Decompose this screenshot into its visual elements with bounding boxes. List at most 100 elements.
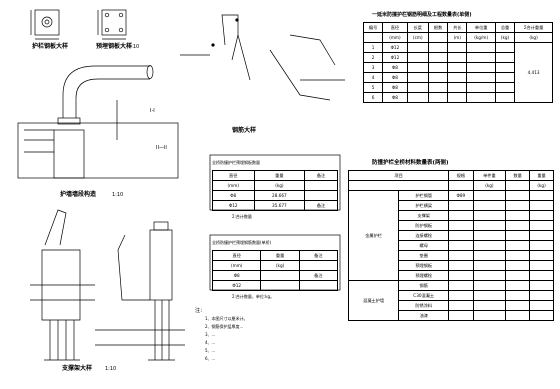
table-cell: Φ12 xyxy=(382,42,408,53)
table-header: 单件重 xyxy=(472,170,507,181)
table-cell xyxy=(447,92,468,103)
table-cell: 垫圈 xyxy=(398,250,450,261)
table-cell xyxy=(427,82,449,93)
table-cell: Φ8 xyxy=(382,62,408,73)
steel-plate-detail-2 xyxy=(101,9,127,36)
table2-title: 全桥防撞护栏预埋钢筋数量(单桥) xyxy=(212,240,272,245)
steel-plate-detail-1 xyxy=(34,9,60,36)
table-header: 长度 xyxy=(406,22,429,33)
table-unit xyxy=(505,180,531,191)
table-cell xyxy=(406,92,429,103)
table-cell: 5 xyxy=(362,82,384,93)
support-frame xyxy=(44,209,67,246)
table-cell: 6 xyxy=(362,92,384,103)
table1-footnote: Σ:合计数量 xyxy=(232,214,252,219)
table-row: 1 Φ12 4.413 xyxy=(362,42,553,103)
table-cell xyxy=(466,72,496,83)
note-line: 4、... xyxy=(205,340,216,345)
rebar-table-1: 直径 重量 备注 (mm) (kg) Φ8 28.667 Φ12 35.677 … xyxy=(212,170,338,211)
table-header: 总重 xyxy=(494,22,516,33)
table-unit xyxy=(298,260,339,271)
table-cell: 35.677 xyxy=(253,200,306,211)
table-cell xyxy=(494,42,516,53)
table-unit: (m) xyxy=(447,32,468,43)
table-header: 单位重 xyxy=(466,22,496,33)
table-header: 数量 xyxy=(505,170,531,181)
table-header: 直径 xyxy=(211,250,262,261)
support-frame-label: 支撑架大样 xyxy=(62,365,93,372)
table-cell: 支撑架 xyxy=(398,210,450,221)
table-cell xyxy=(304,190,338,201)
table-cell: 螺母 xyxy=(398,240,450,251)
rebar-shape-2 xyxy=(269,49,331,101)
table-cell xyxy=(494,52,516,63)
rebar-detail-label: 钢筋大样 xyxy=(232,127,257,134)
table-cell: 预埋钢板 xyxy=(398,260,450,271)
table-cell xyxy=(472,190,507,201)
table-cell: Φ8 xyxy=(382,82,408,93)
section-ii-label: II—II xyxy=(156,145,167,151)
table-row: 5 Φ8 xyxy=(362,82,553,93)
wall-section-ii xyxy=(117,234,150,301)
table-header: 共长 xyxy=(447,22,468,33)
table-cell xyxy=(260,270,300,281)
table-cell xyxy=(427,52,449,63)
table-cell xyxy=(494,62,516,73)
table-cell: Φ12 xyxy=(211,280,262,291)
table-cell: 3 xyxy=(362,62,384,73)
rebar-quantity-table: 编号 直径 长度 根数 共长 单位重 总重 Σ合计重量 (mm) (cm) (m… xyxy=(362,22,553,103)
table-unit: (mm) xyxy=(211,260,262,271)
table-cell: Φ89 xyxy=(448,190,474,201)
table-row: 预埋钢板 xyxy=(349,260,554,271)
table-cell: 防锈涂料 xyxy=(398,300,450,311)
table-header: 编号 xyxy=(362,22,384,33)
table-cell: 28.667 xyxy=(253,190,306,201)
table-header: 项目 xyxy=(347,170,450,181)
table-unit: (kg) xyxy=(472,180,507,191)
table-group-label: 金属护栏 xyxy=(347,190,400,281)
table-unit: (kg/m) xyxy=(466,32,496,43)
table-unit: (cm) xyxy=(406,32,429,43)
table-header: 重量 xyxy=(529,170,554,181)
table-cell: 油漆 xyxy=(398,310,450,321)
table-cell: Φ8 xyxy=(211,270,262,281)
notes-title: 注： xyxy=(195,308,206,314)
table4-title: 防撞护栏全桥材料数量表(两侧) xyxy=(372,160,449,166)
table-cell xyxy=(447,72,468,83)
table-cell: 备注 xyxy=(298,270,339,281)
section-i-label: I-I xyxy=(150,108,155,114)
table-header: 备注 xyxy=(304,170,338,181)
wall-section-label: 护墙墙段构造 xyxy=(60,191,97,198)
table-cell xyxy=(406,52,429,63)
plate-detail-label: 护栏钢板大样 xyxy=(32,43,69,50)
table-cell: 备注 xyxy=(304,200,338,211)
table-cell xyxy=(406,82,429,93)
table-cell xyxy=(427,42,449,53)
table-cell xyxy=(466,82,496,93)
table-cell xyxy=(529,190,554,201)
table-unit xyxy=(362,32,384,43)
guardrail-pipe xyxy=(62,65,150,118)
table-unit xyxy=(427,32,449,43)
table-cell xyxy=(427,72,449,83)
table-unit: (kg) xyxy=(494,32,516,43)
concrete-wall xyxy=(17,122,179,179)
table-cell xyxy=(447,62,468,73)
table-header: 重量 xyxy=(253,170,306,181)
note-line: 1、本图尺寸以厘米计。 xyxy=(205,316,248,321)
table-cell: 1 xyxy=(362,42,384,53)
table-header: 根数 xyxy=(427,22,449,33)
table-cell xyxy=(406,42,429,53)
table-cell: 4 xyxy=(362,72,384,83)
table-cell: 护栏钢管 xyxy=(398,190,450,201)
table-cell: 护栏横梁 xyxy=(398,200,450,211)
table-cell xyxy=(447,82,468,93)
table-total-cell: 4.413 xyxy=(514,42,553,103)
table-cell: 2 xyxy=(362,52,384,63)
table-header: 重量 xyxy=(260,250,300,261)
table-cell: 钢筋 xyxy=(398,280,450,291)
table-row: 6 Φ8 xyxy=(362,92,553,103)
